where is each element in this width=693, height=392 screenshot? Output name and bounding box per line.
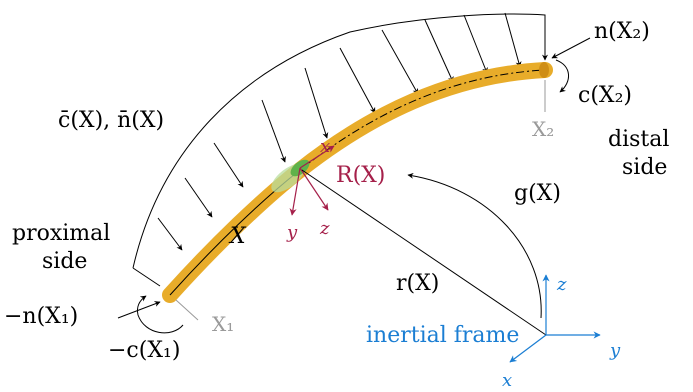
inertial-frame: [509, 274, 601, 363]
distal-moment-label: c(X₂): [578, 83, 632, 108]
distal-side-label-line2: side: [622, 155, 667, 180]
distributed-load-arrows: [157, 12, 548, 251]
distal-force-arrow: [551, 37, 591, 59]
x2-label: X₂: [532, 117, 554, 141]
load-arrow: [261, 99, 286, 163]
load-arrow: [304, 67, 329, 139]
body-frame-y-axis: [289, 167, 301, 216]
inertial-frame-label: inertial frame: [366, 323, 519, 348]
x1-tick: [175, 299, 199, 321]
body-y-label: y: [286, 222, 298, 243]
position-vector-label: r(X): [396, 271, 439, 296]
load-arrow: [463, 14, 488, 74]
body-frame: [289, 145, 335, 216]
load-envelope-left-edge: [132, 267, 161, 287]
load-arrow: [213, 142, 244, 188]
body-x-label: x: [320, 136, 330, 157]
proximal-force-label: −n(X₁): [4, 304, 78, 329]
position-vector: [301, 169, 547, 336]
inertial-x-axis: [509, 334, 547, 363]
body-frame-x-axis: [299, 145, 335, 169]
load-arrow: [381, 29, 419, 95]
proximal-moment-label: −c(X₁): [108, 338, 180, 363]
inertial-y-label: y: [609, 340, 621, 361]
inertial-x-label: x: [502, 370, 512, 391]
proximal-force-arrow: [117, 301, 161, 319]
distal-moment-arrow: [555, 59, 569, 93]
proximal-side-label-line2: side: [42, 249, 87, 274]
proximal-moment-arrow: [137, 295, 184, 334]
rotation-label: R(X): [336, 163, 385, 188]
body-z-label: z: [319, 218, 330, 239]
load-arrow: [504, 12, 522, 68]
inertial-z-label: z: [556, 274, 567, 295]
transform-label: g(X): [514, 181, 561, 206]
distal-side-label-line1: distal: [608, 127, 669, 152]
load-arrow: [157, 217, 183, 251]
body-frame-z-axis: [299, 167, 329, 211]
load-arrow: [339, 47, 376, 114]
transform-arc: [407, 172, 542, 319]
distal-force-label: n(X₂): [594, 19, 650, 44]
distributed-load-label: c̄(X), n̄(X): [58, 108, 164, 133]
x1-label: X₁: [212, 312, 234, 336]
load-arrow: [184, 177, 213, 218]
load-arrow: [424, 19, 454, 83]
arc-parameter-label: X: [228, 224, 247, 249]
load-envelope: [132, 13, 546, 269]
rod-centerline-dashed: [299, 69, 546, 171]
distal-end-cap: [539, 62, 549, 78]
proximal-side-label-line1: proximal: [12, 221, 110, 246]
